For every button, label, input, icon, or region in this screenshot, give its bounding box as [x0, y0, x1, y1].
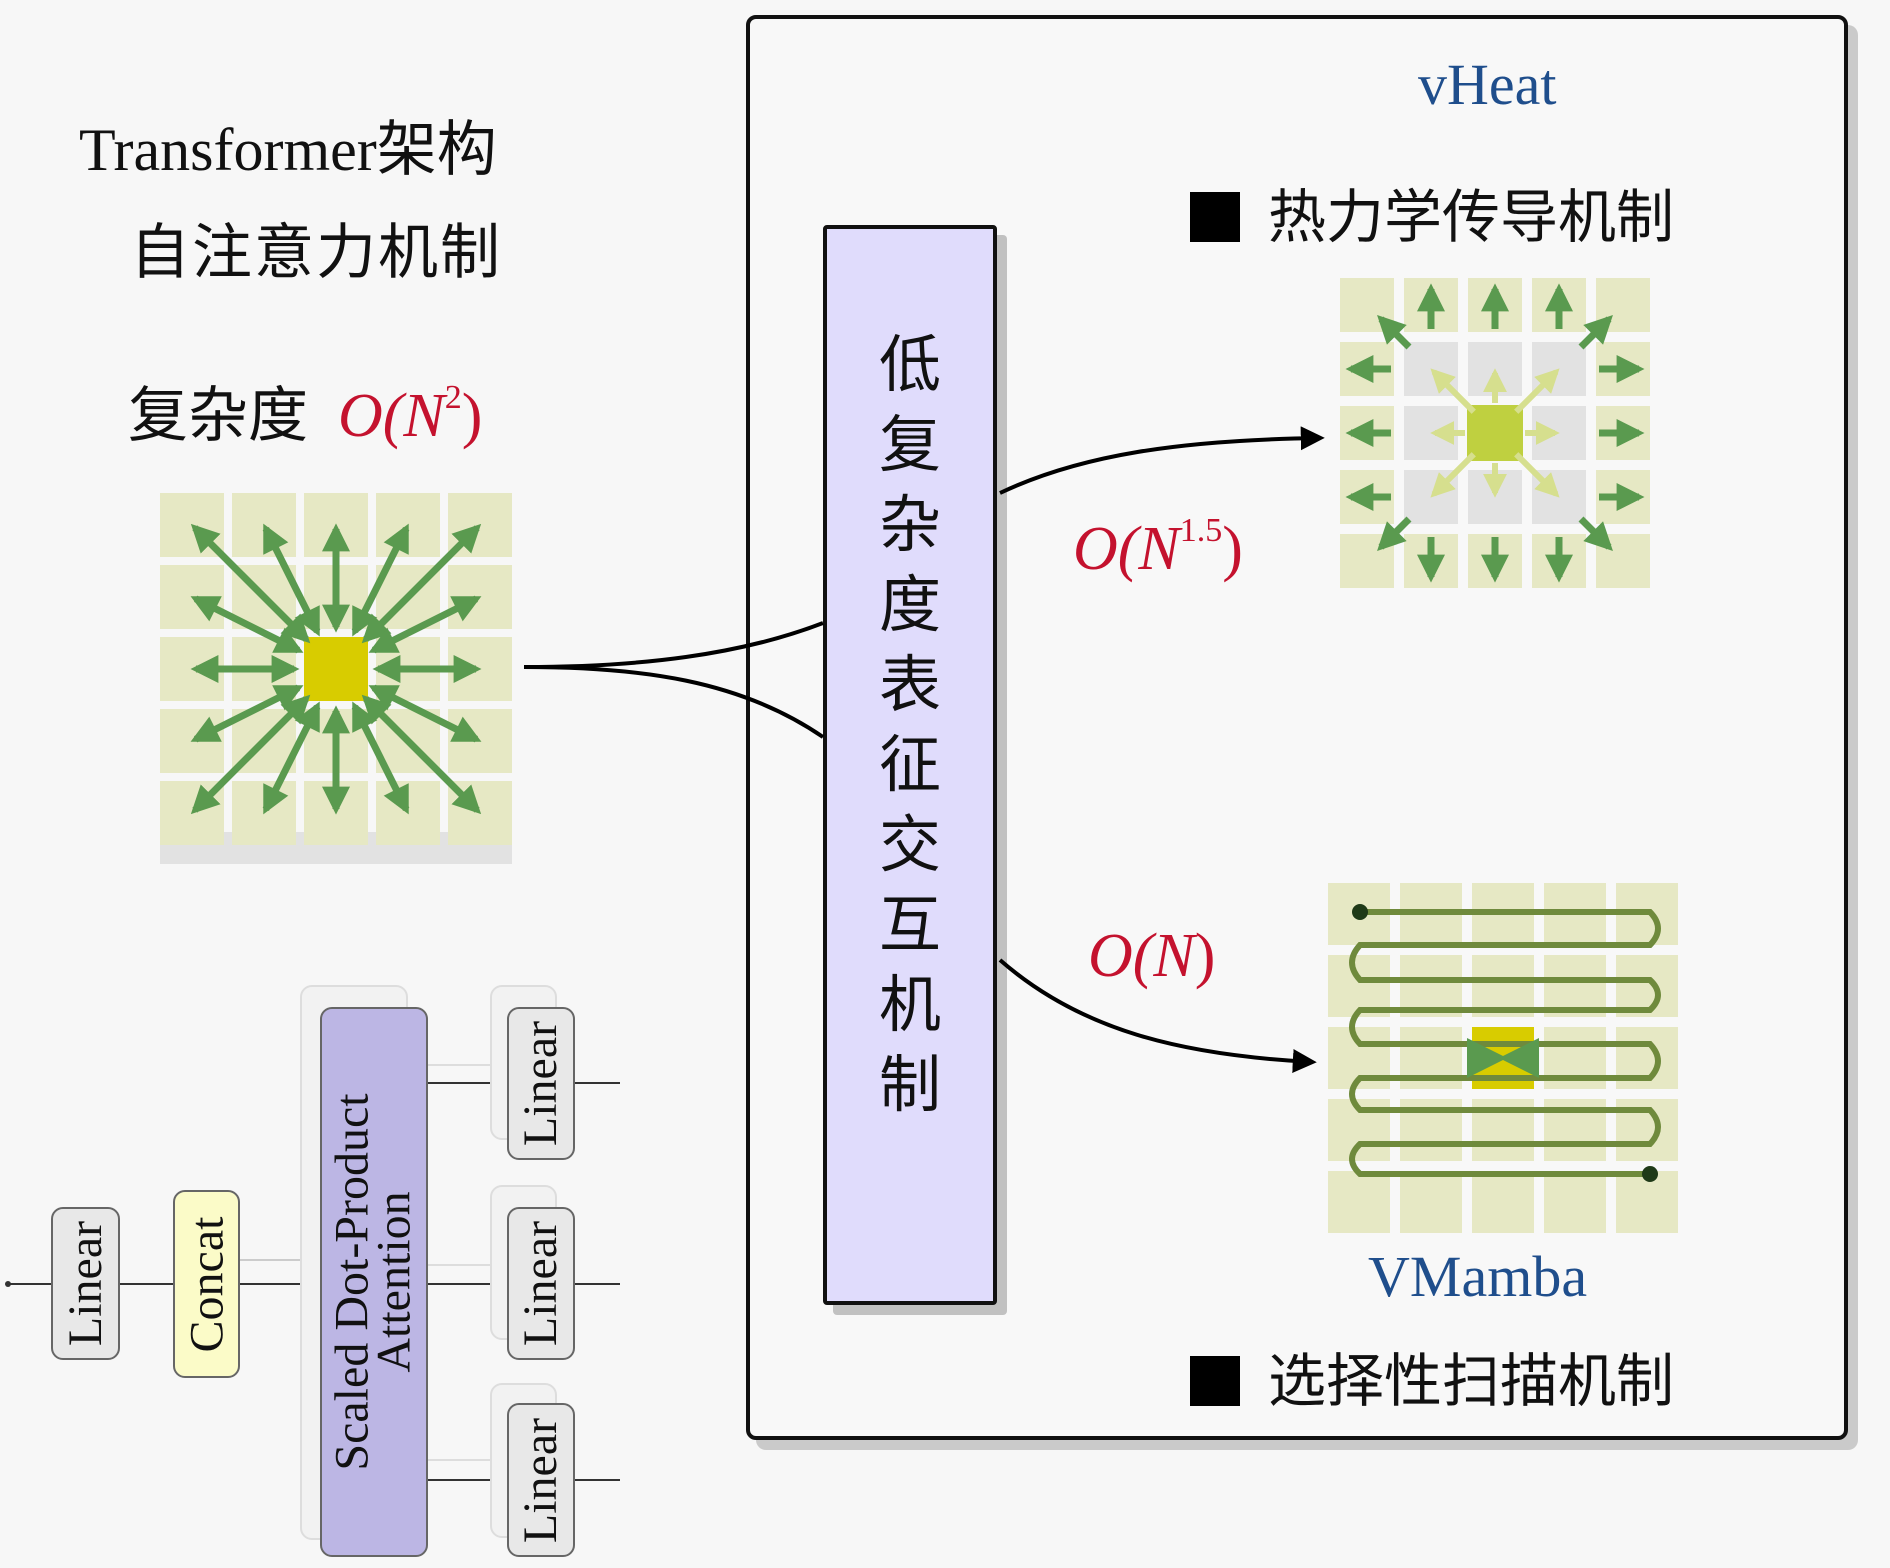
grid-cell [232, 493, 296, 557]
attention-arrow [361, 694, 482, 815]
arrow-to-vheat [999, 426, 1325, 495]
output-linear-block: Linear [51, 1207, 120, 1360]
math-close: ) [461, 382, 483, 450]
mechanism-char: 度 [878, 568, 941, 641]
bullet-square-icon [1190, 1356, 1240, 1406]
linear-label: Linear [514, 1220, 568, 1347]
complexity-n1-5: O(N1.5) [1073, 514, 1243, 583]
concat-block: Concat [173, 1190, 240, 1378]
mechanism-char: 征 [878, 728, 941, 801]
self-attention-title: 自注意力机制 [130, 218, 502, 288]
mechanism-char: 制 [878, 1048, 941, 1121]
attention-arrow [262, 701, 321, 815]
math-close: ) [1194, 922, 1216, 990]
connectors [523, 426, 1325, 1073]
vheat-mechanism: 热力学传导机制 [1190, 188, 1674, 246]
math-var: N [1138, 515, 1180, 583]
grid-cell [376, 781, 440, 845]
scaled-dot-product-attention-block: Scaled Dot-Product Attention [320, 1007, 428, 1557]
attention-arrow [368, 595, 482, 654]
grid-cell [160, 709, 224, 773]
input-linear-block-2: Linear [507, 1207, 575, 1360]
grid-cell [376, 493, 440, 557]
mechanism-char: 机 [878, 968, 941, 1041]
input-linear-block-3: Linear [507, 1403, 575, 1557]
grid-cell [1328, 1171, 1390, 1233]
fork-lower-connector [523, 665, 825, 739]
fork-upper-connector [523, 621, 824, 669]
mechanism-char: 交 [878, 808, 941, 881]
arrow-to-vmamba [998, 958, 1317, 1073]
math-base: O( [1073, 515, 1139, 583]
complexity-label: 复杂度 [128, 381, 308, 451]
vmamba-mechanism-text: 选择性扫描机制 [1268, 1347, 1675, 1415]
mechanism-char: 复 [878, 408, 941, 481]
diffusion-arrow-corner [1578, 315, 1613, 350]
grid-cell [1472, 1171, 1534, 1233]
diffusion-arrow-inner [1514, 452, 1560, 498]
center-token [304, 637, 368, 701]
concat-label: Concat [180, 1216, 233, 1352]
diffusion-arrow-corner [1377, 315, 1412, 350]
math-var: N [403, 382, 445, 450]
mechanism-char: 互 [878, 888, 941, 961]
vheat-grid [1340, 278, 1650, 588]
vheat-label: vHeat [1418, 52, 1557, 117]
diffusion-arrow-inner [1430, 452, 1476, 498]
math-close: ) [1222, 515, 1243, 583]
math-exp: 1.5 [1179, 512, 1223, 549]
grid-cell [1328, 955, 1390, 1017]
attention-arrow [190, 595, 304, 654]
mechanism-char: 表 [878, 648, 941, 721]
linear-label: Linear [514, 1417, 568, 1543]
vmamba-label: VMamba [1368, 1244, 1588, 1309]
mechanism-char: 低 [878, 328, 941, 401]
complexity-n2: O(N2) [338, 381, 483, 450]
grid-cell [160, 565, 224, 629]
math-base: O( [1088, 922, 1154, 990]
grid-cell [1400, 1171, 1462, 1233]
attention-arrow [262, 523, 321, 637]
center-token [1467, 405, 1523, 461]
diffusion-arrow-corner [1377, 516, 1412, 551]
mechanism-char: 杂 [878, 488, 941, 561]
attention-grid [160, 493, 512, 864]
vmamba-grid [1328, 883, 1678, 1233]
complexity-n: O(N) [1088, 925, 1215, 987]
grid-cell [1472, 955, 1534, 1017]
grid-cell [232, 781, 296, 845]
diffusion-arrow-inner [1430, 368, 1476, 414]
grid-cell [1400, 955, 1462, 1017]
grid-cell [1544, 955, 1606, 1017]
attention-label-line2: Attention [368, 1191, 421, 1373]
scan-start-dot [1352, 904, 1368, 920]
grid-cell [448, 709, 512, 773]
attention-complexity: 复杂度 O(N2) [128, 381, 483, 451]
low-complexity-mechanism-box [823, 225, 997, 1305]
grid-cell [448, 565, 512, 629]
transformer-title: Transformer架构 [79, 117, 497, 183]
math-var: N [1153, 922, 1195, 990]
vheat-mechanism-text: 热力学传导机制 [1268, 183, 1675, 251]
math-exp: 2 [444, 379, 462, 416]
diffusion-arrow-corner [1578, 516, 1613, 551]
mechanism-text: 低复杂度表征交互机制 [823, 225, 997, 1305]
input-linear-block-1: Linear [507, 1007, 575, 1160]
grid-cell [1616, 955, 1678, 1017]
math-base: O( [338, 382, 404, 450]
vmamba-mechanism: 选择性扫描机制 [1190, 1352, 1674, 1410]
output-linear-label: Linear [59, 1220, 112, 1347]
diffusion-arrow-inner [1514, 368, 1560, 414]
linear-label: Linear [514, 1020, 568, 1147]
grid-cell [1544, 1171, 1606, 1233]
bullet-square-icon [1190, 192, 1240, 242]
scan-end-dot [1642, 1166, 1658, 1182]
